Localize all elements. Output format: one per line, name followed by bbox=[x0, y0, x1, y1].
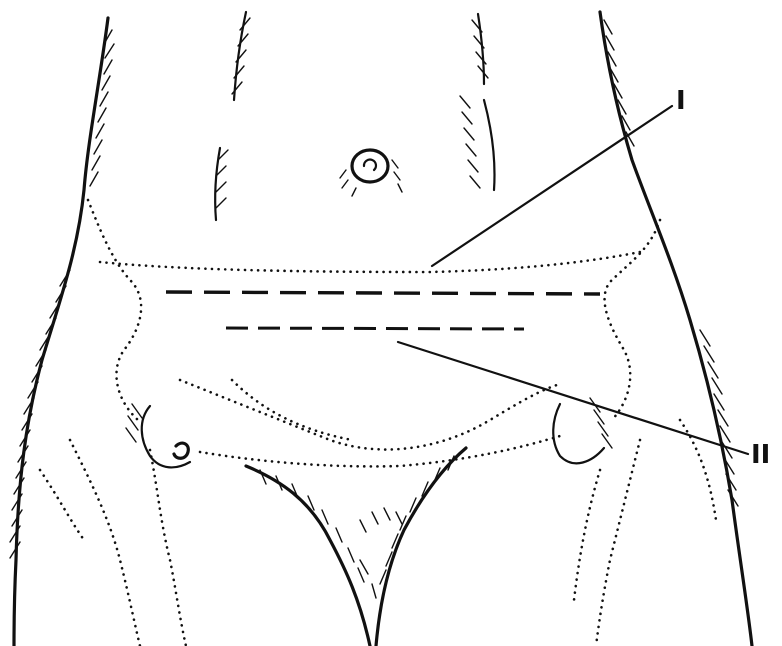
incision-line-two bbox=[226, 328, 524, 329]
label-incision-one: I bbox=[676, 88, 686, 114]
pubic-region bbox=[246, 448, 466, 646]
incision-line-one bbox=[166, 292, 600, 294]
leader-lines bbox=[398, 106, 748, 454]
left-body-contour bbox=[10, 18, 114, 646]
navel bbox=[340, 150, 402, 196]
leader-line-two bbox=[398, 342, 748, 454]
label-incision-two: II bbox=[751, 442, 770, 468]
inguinal-left-detail bbox=[126, 404, 190, 467]
leader-line-one bbox=[432, 106, 672, 266]
incision-lines bbox=[166, 292, 600, 329]
